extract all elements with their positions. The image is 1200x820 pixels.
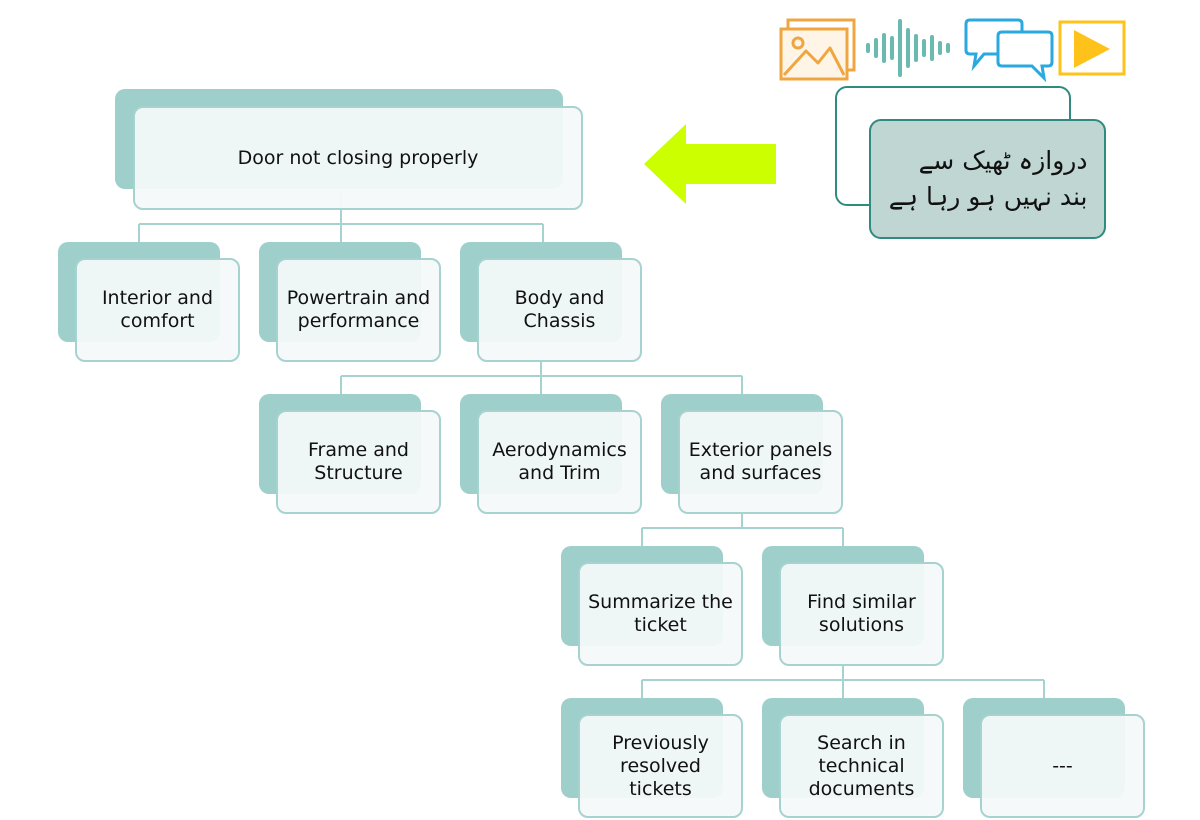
node-label: Previously resolved tickets (612, 731, 709, 800)
node-label: Interior and comfort (101, 287, 214, 332)
node-label: Search in technical documents (808, 731, 915, 800)
node-frame-and-structure: Frame and Structure (276, 410, 441, 514)
audio-waveform-icon (866, 19, 950, 77)
node-find-similar-solutions: Find similar solutions (779, 562, 944, 666)
node-label: Powertrain and performance (286, 287, 431, 332)
node-label: Aerodynamics and Trim (492, 439, 627, 484)
image-icon (779, 18, 856, 81)
node-label: Body and Chassis (514, 287, 605, 332)
node-more-placeholder: --- (980, 714, 1145, 818)
query-card: دروازہ ٹھیک سے بند نہیں ہو رہا ہے (869, 119, 1106, 239)
node-label: Frame and Structure (308, 439, 409, 484)
arrow-shape (644, 124, 776, 204)
node-search-in-technical-documents: Search in technical documents (779, 714, 944, 818)
root-node: Door not closing properly (133, 106, 583, 210)
left-arrow-icon (644, 124, 776, 204)
video-play-icon (1058, 20, 1126, 76)
node-powertrain-and-performance: Powertrain and performance (276, 258, 441, 362)
node-aerodynamics-and-trim: Aerodynamics and Trim (477, 410, 642, 514)
node-exterior-panels-and-surfaces: Exterior panels and surfaces (678, 410, 843, 514)
query-text: دروازہ ٹھیک سے بند نہیں ہو رہا ہے (888, 146, 1088, 211)
node-previously-resolved-tickets: Previously resolved tickets (578, 714, 743, 818)
node-label: Summarize the ticket (588, 591, 733, 636)
node-interior-and-comfort: Interior and comfort (75, 258, 240, 362)
node-summarize-the-ticket: Summarize the ticket (578, 562, 743, 666)
node-label: Exterior panels and surfaces (688, 439, 833, 484)
node-label: --- (1052, 754, 1073, 777)
node-body-and-chassis: Body and Chassis (477, 258, 642, 362)
node-label: Find similar solutions (807, 591, 916, 636)
root-node-label: Door not closing properly (237, 146, 479, 169)
chat-bubbles-icon (964, 18, 1054, 82)
